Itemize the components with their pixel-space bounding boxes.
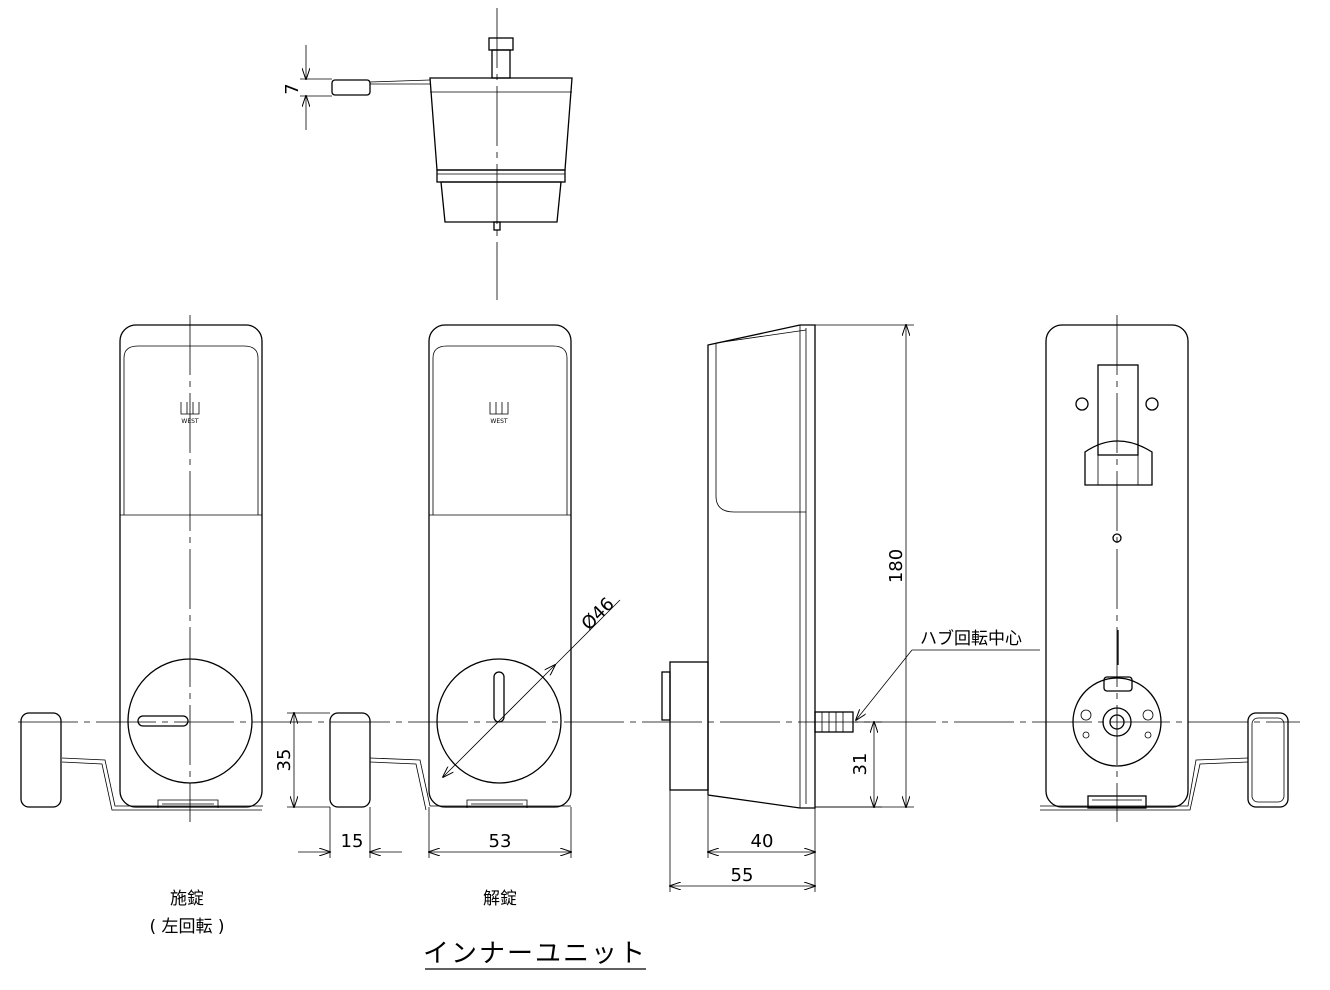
svg-text:15: 15 [341,831,364,852]
svg-text:31: 31 [850,753,871,776]
dim-55: 55 [670,790,815,892]
svg-text:40: 40 [751,831,774,852]
dim-tab-height: 7 [282,83,303,94]
knob-unlocked [329,712,431,811]
knob-left-locked [20,712,62,808]
dim-180: 180 [815,325,914,807]
locked-view: WEST [20,315,263,822]
dial-locked [127,658,253,784]
knob-right-back [1247,712,1289,808]
svg-text:WEST: WEST [490,418,508,425]
svg-text:35: 35 [274,749,295,772]
dial-slot-vertical [493,671,505,723]
dim-35: 35 [274,713,330,807]
label-locked-rotation: ( 左回転 ) [149,917,224,937]
logo-west-locked: WEST [180,402,200,425]
back-view [1040,315,1289,822]
svg-text:ハブ回転中心: ハブ回転中心 [920,628,1022,649]
label-locked: 施錠 [170,889,204,909]
dim-40: 40 [708,796,815,892]
unlocked-view: WEST Ø46 [428,324,621,808]
svg-text:180: 180 [886,549,907,583]
logo-west-unlocked: WEST [489,402,509,425]
dim-31: 31 [815,722,882,807]
dim-diameter: Ø46 [578,594,619,635]
dim-15: 15 [298,807,402,858]
side-view [661,324,854,809]
svg-text:53: 53 [489,831,512,852]
hub-center-annotation: ハブ回転中心 [856,628,1040,720]
dim-53: 53 [429,807,571,858]
dial-unlocked [436,658,562,784]
page-title: インナーユニット [423,939,647,969]
svg-text:WEST: WEST [181,418,199,425]
label-unlocked: 解錠 [483,889,517,909]
dial-slot-horizontal [137,715,189,727]
top-view: 7 [282,8,573,300]
svg-text:55: 55 [731,865,754,886]
